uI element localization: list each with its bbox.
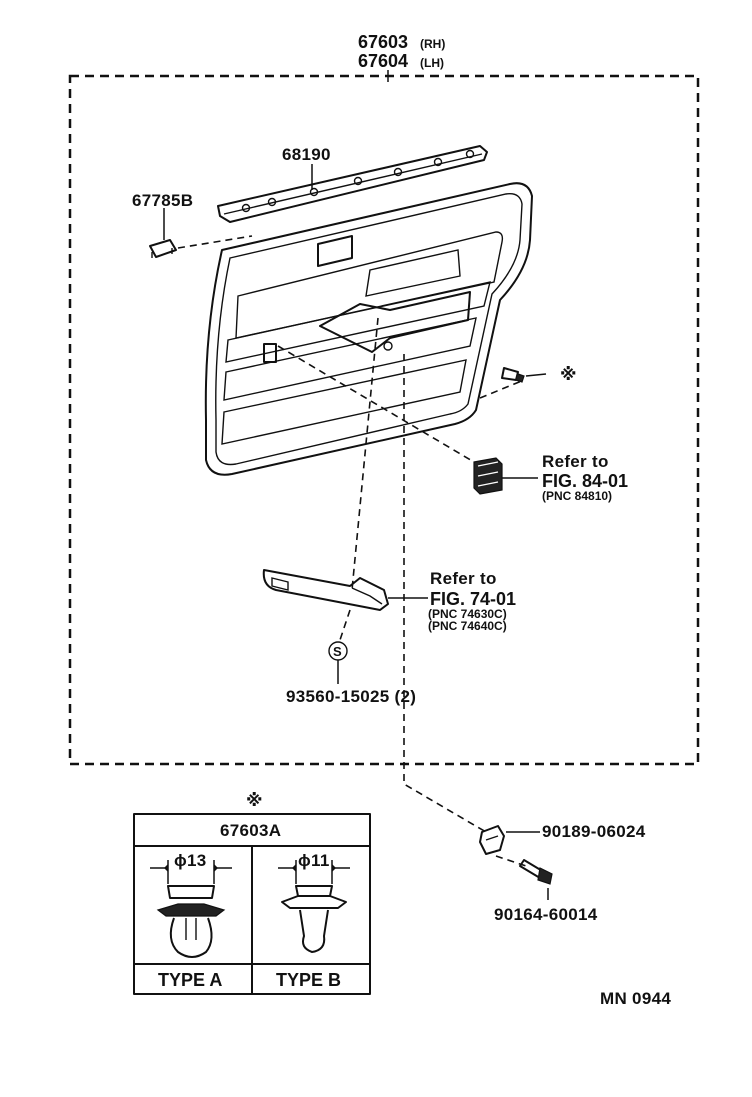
switch-refer: Refer to	[542, 452, 609, 471]
type-a-clip	[150, 860, 232, 958]
armrest	[262, 569, 428, 611]
armrest-refer: Refer to	[430, 569, 497, 588]
clip-cover-67785b	[149, 208, 253, 258]
s-dash-line	[339, 609, 351, 641]
clip-table-title: 67603A	[220, 821, 281, 840]
armrest-pnc2: (PNC 74640C)	[428, 619, 507, 633]
type-b-label: TYPE B	[276, 970, 341, 990]
nut-label: 90189-06024	[542, 822, 646, 841]
assembly-frame	[68, 74, 700, 766]
switch-pnc: (PNC 84810)	[542, 489, 612, 503]
s-symbol-text: S	[333, 644, 342, 659]
drawing-code: MN 0944	[600, 989, 671, 1008]
assembly-rh-number: 67603	[358, 32, 408, 52]
armrest-pnc1: (PNC 74630C)	[428, 607, 507, 621]
clip-dash-line	[479, 379, 525, 399]
door-trim-panel	[204, 182, 533, 476]
screw-label: 90164-60014	[494, 905, 598, 924]
moulding-label: 68190	[282, 145, 331, 164]
type-a-label: TYPE A	[158, 970, 222, 990]
s-symbol: S	[328, 641, 348, 684]
type-b-dim: ϕ11	[298, 851, 330, 870]
window-switch	[473, 457, 538, 495]
armrest-dash-line	[351, 317, 379, 591]
panel-clip	[501, 367, 547, 383]
nut-part	[479, 825, 540, 855]
moulding-68190	[217, 145, 488, 223]
nut-dash-line	[403, 354, 487, 833]
type-a-dim: ϕ13	[174, 851, 207, 870]
screw-note-label: 93560-15025 (2)	[286, 687, 416, 706]
assembly-rh-suffix: (RH)	[420, 37, 445, 51]
assembly-lh-number: 67604	[358, 51, 408, 71]
screw-part	[519, 859, 553, 900]
clip-table	[133, 813, 371, 995]
assembly-lh-suffix: (LH)	[420, 56, 444, 70]
switch-fig: FIG. 84-01	[542, 471, 628, 491]
armrest-fig: FIG. 74-01	[430, 589, 516, 609]
assembly-label: 67603 (RH) 67604 (LH)	[358, 32, 445, 71]
clip-table-mark: ※	[246, 791, 263, 810]
switch-dash-line	[277, 345, 475, 463]
type-b-clip	[278, 860, 350, 953]
panel-clip-mark: ※	[560, 365, 577, 384]
clip-cover-label: 67785B	[132, 191, 193, 210]
